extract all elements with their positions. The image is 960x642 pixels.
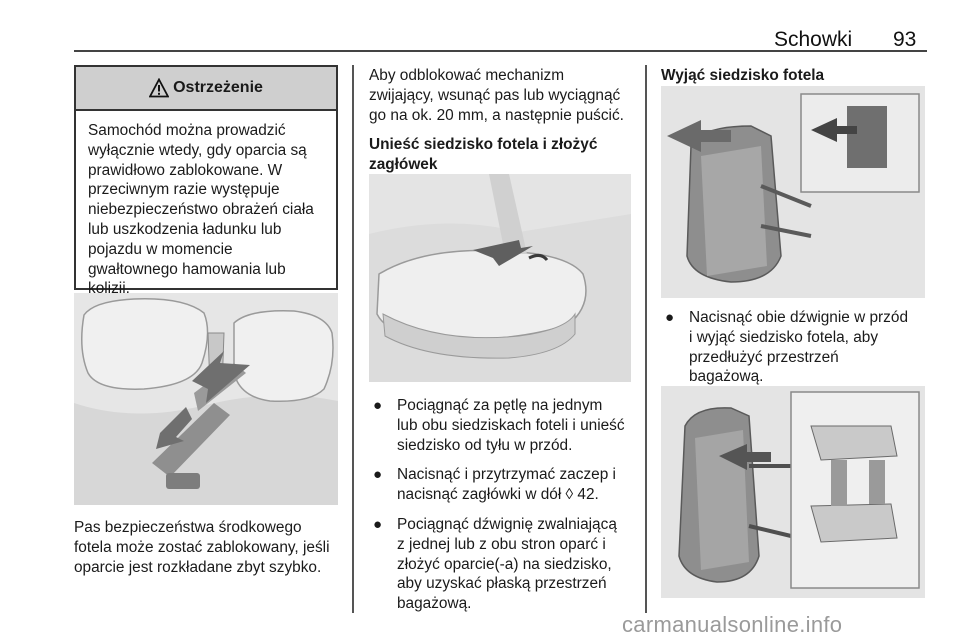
warning-line: niebezpieczeństwo obrażeń ciała: [88, 201, 314, 219]
section-heading-lift-seat: Unieść siedzisko fotela i złożyć zagłówe…: [369, 135, 639, 175]
list-line: Nacisnąć i przytrzymać zaczep i: [397, 466, 616, 484]
warning-line: gwałtownego hamowania lub: [88, 260, 286, 278]
section-heading-remove-seat: Wyjąć siedzisko fotela: [661, 67, 825, 84]
lift-seat-steps: ● Pociągnąć za pętlę na jednym lub obu s…: [369, 396, 645, 624]
seat-cushion-illustration: [369, 174, 631, 382]
warning-line: pojazdu w momencie: [88, 240, 233, 258]
retractor-unlock-text: Aby odblokować mechanizm zwijający, wsun…: [369, 66, 639, 125]
list-item: ● Nacisnąć obie dźwignie w przód i wyjąć…: [661, 308, 931, 387]
intro-line: Aby odblokować mechanizm: [369, 67, 565, 84]
list-line: Nacisnąć obie dźwignie w przód: [689, 309, 909, 326]
list-line: z jednej lub z obu stron oparć i: [397, 535, 606, 553]
page-number: 93: [893, 28, 917, 51]
page-title: Schowki: [774, 28, 853, 51]
caption-line: fotela może zostać zablokowany, jeśli: [74, 538, 330, 556]
list-line: nacisnąć zagłówki w dół ◊ 42.: [397, 486, 599, 504]
warning-box: Ostrzeżenie Samochód można prowadzić wył…: [74, 65, 338, 297]
list-line: bagażową.: [397, 595, 472, 613]
list-line: bagażową.: [689, 368, 764, 386]
heading-line: zagłówek: [369, 155, 438, 173]
list-line: lub obu siedziskach foteli i unieść: [397, 416, 625, 434]
intro-line: zwijający, wsunąć pas lub wyciągnąć: [369, 86, 621, 104]
list-line: Pociągnąć za pętlę na jednym: [397, 397, 603, 414]
header-rule: [74, 50, 927, 52]
warning-header: Ostrzeżenie: [76, 67, 336, 111]
bullet-dot-icon: ●: [373, 515, 383, 533]
seatbelt-caption: Pas bezpieczeństwa środkowego fotela moż…: [74, 518, 348, 577]
column-divider: [645, 65, 647, 613]
list-line: i wyjąć siedzisko fotela, aby: [689, 328, 879, 346]
seatbelt-headrest-illustration: [74, 293, 338, 505]
list-line: Pociągnąć dźwignię zwalniającą: [397, 515, 617, 533]
list-item: ● Pociągnąć za pętlę na jednym lub obu s…: [369, 396, 645, 455]
list-item: ● Pociągnąć dźwignię zwalniającą z jedne…: [369, 515, 645, 614]
watermark: carmanualsonline.info: [622, 612, 843, 637]
list-line: złożyć oparcie(-a) na siedzisko,: [397, 555, 612, 573]
intro-line: go na ok. 20 mm, a następnie puścić.: [369, 106, 624, 124]
bullet-dot-icon: ●: [665, 309, 675, 326]
warning-line: Samochód można prowadzić: [88, 122, 286, 139]
seat-removal-illustration: [661, 86, 925, 298]
seat-hinge-illustration: [661, 386, 925, 598]
warning-triangle-icon: [149, 78, 170, 98]
warning-line: wyłącznie wtedy, gdy oparcia są: [88, 141, 307, 159]
list-item: ● Nacisnąć i przytrzymać zaczep i nacisn…: [369, 465, 645, 505]
list-line: przedłużyć przestrzeń: [689, 348, 839, 366]
warning-line: przeciwnym razie występuje: [88, 181, 280, 199]
warning-text: Samochód można prowadzić wyłącznie wtedy…: [76, 111, 336, 299]
caption-line: oparcie jest rozkładane zbyt szybko.: [74, 558, 322, 576]
bullet-dot-icon: ●: [373, 397, 383, 414]
column-divider: [352, 65, 354, 613]
bullet-dot-icon: ●: [373, 466, 383, 484]
warning-line: prawidłowo zablokowane. W: [88, 161, 283, 179]
caption-line: Pas bezpieczeństwa środkowego: [74, 519, 302, 536]
remove-seat-steps: ● Nacisnąć obie dźwignie w przód i wyjąć…: [661, 308, 931, 397]
heading-line: Unieść siedzisko fotela i złożyć: [369, 136, 598, 153]
list-line: aby uzyskać płaską przestrzeń: [397, 575, 607, 593]
list-line: siedzisko od tyłu w przód.: [397, 436, 573, 454]
warning-line: lub uszkodzenia ładunku lub: [88, 220, 282, 238]
warning-title: Ostrzeżenie: [173, 79, 263, 96]
